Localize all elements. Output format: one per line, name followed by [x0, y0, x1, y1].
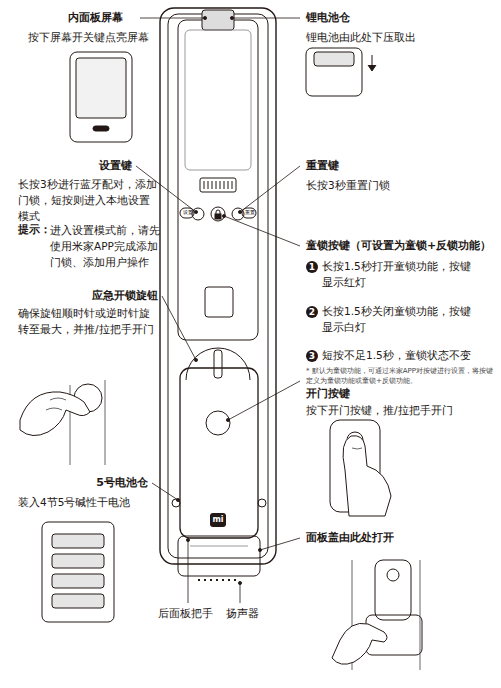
screw	[258, 499, 266, 507]
brand-logo: mi	[210, 513, 226, 527]
tip-heading: 提示：	[18, 222, 54, 238]
hand-knob	[20, 380, 105, 465]
part-name: 重置键	[306, 158, 426, 174]
knob-grip	[214, 350, 222, 378]
screen-button	[93, 126, 109, 131]
open-button	[206, 411, 230, 435]
panel-recess	[185, 30, 251, 170]
callout-number: 1	[306, 261, 318, 273]
button-label: 重置	[243, 209, 257, 216]
description: 按下屏幕开关键点亮屏幕	[28, 29, 168, 45]
description: 长按3秒进行蓝牙配对，添加门锁，短按则进入本地设置模式	[18, 176, 160, 224]
inner-panel	[70, 52, 132, 142]
lock-icon	[215, 214, 221, 219]
emergency-knob	[186, 348, 250, 380]
screw	[172, 499, 180, 507]
part-name: 设置键	[40, 158, 132, 174]
handle	[180, 368, 258, 538]
aa-battery-box	[42, 522, 114, 622]
lock-inner-frame	[168, 14, 268, 558]
cover-line	[190, 546, 248, 547]
part-name: 开门按键	[306, 386, 426, 402]
part-name: 应急开锁旋钮	[58, 288, 158, 304]
part-name: 面板盖由此处打开	[306, 530, 456, 546]
setting-button	[192, 208, 204, 220]
lithium-slot	[202, 10, 234, 30]
hand-button	[330, 420, 391, 516]
lock-frame	[160, 8, 276, 564]
setting-pill	[180, 208, 194, 218]
description: 装入4节5号碱性干电池	[18, 494, 168, 510]
part-name: 扬声器	[226, 605, 276, 621]
battery-bay	[306, 48, 362, 96]
part-name: 童锁按键（可设置为童锁+反锁功能）	[306, 238, 501, 254]
tip-text: 进入设置模式前，请先使用米家APP完成添加门锁、添加用户操作	[50, 222, 162, 270]
part-name: 内面板屏幕	[68, 10, 158, 26]
battery	[314, 52, 354, 66]
leader-lines	[136, 16, 300, 603]
speaker-holes	[198, 579, 236, 581]
fingerprint-pad	[205, 287, 233, 317]
description: 短按不足1.5秒，童锁状态不变	[322, 347, 497, 363]
childlock-button	[211, 207, 225, 221]
footnote: * 默认为童锁功能，可通过米家APP对按键进行设置，将按键定义为童锁功能或童锁+…	[306, 366, 496, 386]
part-name: 锂电池仓	[306, 10, 426, 26]
reset-pill	[242, 208, 256, 218]
part-name: 5号电池仓	[58, 475, 148, 491]
panel-area	[178, 20, 258, 340]
description: 长按1.5秒关闭童锁功能，按键显示白灯	[322, 303, 472, 335]
inner-screen	[76, 58, 126, 118]
button-label: 设置	[181, 209, 195, 216]
description: 长按3秒重置门锁	[306, 177, 466, 193]
description: 确保旋钮顺时针或逆时针旋转至最大，并推/拉把手开门	[18, 305, 160, 337]
callout-number: 3	[306, 350, 318, 362]
description: 按下开门按键，推/拉把手开门	[306, 402, 496, 418]
description: 锂电池由此处下压取出	[306, 29, 466, 45]
part-name: 后面板把手	[158, 605, 228, 621]
down-arrow	[368, 55, 376, 71]
callout-number: 2	[306, 306, 318, 318]
lock-icon-shackle	[216, 210, 220, 214]
hand-cover	[332, 560, 422, 670]
panel-cover	[178, 536, 260, 576]
description: 长按1.5秒打开童锁功能，按键显示红灯	[322, 258, 472, 290]
connector-comb	[200, 178, 236, 192]
